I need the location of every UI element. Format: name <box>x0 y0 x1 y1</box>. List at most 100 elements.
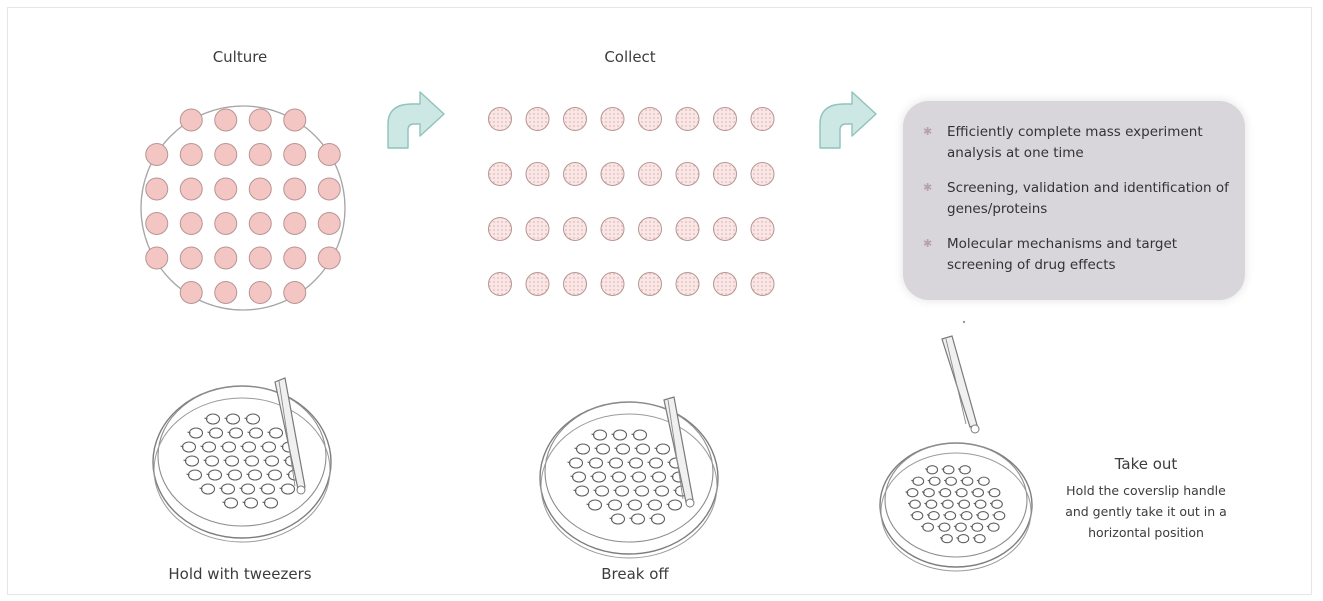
culture-well <box>284 144 306 166</box>
dish-coverslip <box>209 470 222 480</box>
dish-coverslip <box>956 489 967 497</box>
culture-well <box>146 144 168 166</box>
dish-coverslip <box>939 523 950 531</box>
culture-well <box>180 109 202 131</box>
petri-dish-hold <box>153 386 331 542</box>
coverslip <box>489 273 512 296</box>
dish-coverslip <box>249 470 262 480</box>
coverslip <box>676 218 699 241</box>
dish-coverslip <box>978 512 989 520</box>
dish-coverslip <box>609 500 622 510</box>
marker-dot <box>963 321 965 323</box>
culture-well <box>249 213 271 235</box>
culture-well <box>249 178 271 200</box>
collected-coverslips <box>489 108 775 296</box>
dish-coverslip <box>907 489 918 497</box>
dish-coverslip <box>929 477 940 485</box>
coverslip <box>676 163 699 186</box>
dish-coverslip <box>616 486 629 496</box>
dish-coverslip <box>242 484 255 494</box>
takeout-description: Hold the coverslip handle and gently tak… <box>1054 480 1238 543</box>
dish-coverslip <box>943 466 954 474</box>
coverslip <box>714 273 737 296</box>
culture-well <box>215 178 237 200</box>
dish-coverslip <box>940 489 951 497</box>
dish-coverslip <box>636 486 649 496</box>
culture-well <box>215 247 237 269</box>
tweezers-3-icon <box>942 336 979 433</box>
culture-well <box>146 247 168 269</box>
benefit-text: Efficiently complete mass experiment <box>947 124 1203 140</box>
culture-well <box>284 213 306 235</box>
coverslip <box>751 218 774 241</box>
dish-coverslip <box>617 444 630 454</box>
dish-coverslip <box>656 486 669 496</box>
flow-arrow-1-icon <box>388 92 444 148</box>
coverslip <box>714 218 737 241</box>
star-icon: ✱ <box>923 126 935 138</box>
dish-coverslip <box>222 484 235 494</box>
dish-coverslip <box>958 535 969 543</box>
benefit-item: ✱ Molecular mechanisms and target screen… <box>923 234 1177 276</box>
dish-coverslip <box>589 500 602 510</box>
dish-coverslip <box>266 456 279 466</box>
culture-well <box>215 144 237 166</box>
coverslip <box>751 108 774 131</box>
dish-coverslip <box>649 500 662 510</box>
petri-dish-takeout <box>880 443 1032 571</box>
dish-coverslip <box>632 514 645 524</box>
coverslip <box>526 218 549 241</box>
dish-coverslip <box>186 456 199 466</box>
dish-coverslip <box>634 430 647 440</box>
coverslip <box>489 108 512 131</box>
coverslip <box>639 108 662 131</box>
dish-coverslip <box>282 484 295 494</box>
dish-coverslip <box>652 514 665 524</box>
culture-well <box>249 282 271 304</box>
dish-coverslip <box>988 523 999 531</box>
coverslip <box>564 163 587 186</box>
culture-well <box>215 282 237 304</box>
dish-coverslip <box>269 470 282 480</box>
dish-coverslip <box>913 477 924 485</box>
culture-well <box>318 247 340 269</box>
takeout-title: Take out <box>1054 455 1238 473</box>
dish-coverslip <box>650 458 663 468</box>
dish-coverslip <box>975 500 986 508</box>
coverslip <box>526 108 549 131</box>
dish-coverslip <box>614 430 627 440</box>
dish-coverslip <box>190 428 203 438</box>
dish-coverslip <box>945 512 956 520</box>
dish-coverslip <box>637 444 650 454</box>
culture-well <box>180 178 202 200</box>
dish-coverslip <box>223 442 236 452</box>
benefit-text: Molecular mechanisms and target <box>947 236 1177 252</box>
culture-well <box>284 109 306 131</box>
dish-coverslip <box>961 512 972 520</box>
dish-coverslip <box>229 470 242 480</box>
dish-coverslip <box>972 523 983 531</box>
dish-coverslip <box>956 523 967 531</box>
dish-coverslip <box>924 489 935 497</box>
dish-coverslip <box>203 442 216 452</box>
coverslip <box>601 163 624 186</box>
dish-coverslip <box>226 456 239 466</box>
dish-coverslip <box>573 472 586 482</box>
dish-coverslip <box>246 456 259 466</box>
dish-coverslip <box>189 470 202 480</box>
culture-well <box>215 213 237 235</box>
dish-coverslip <box>230 428 243 438</box>
dish-coverslip <box>960 466 971 474</box>
culture-well <box>284 282 306 304</box>
dish-coverslip <box>613 472 626 482</box>
dish-coverslip <box>989 489 1000 497</box>
dish-coverslip <box>657 444 670 454</box>
coverslip <box>601 273 624 296</box>
coverslip <box>564 273 587 296</box>
culture-well <box>284 247 306 269</box>
benefit-text: genes/proteins <box>947 201 1047 217</box>
benefit-text: analysis at one time <box>947 145 1084 161</box>
culture-well <box>318 213 340 235</box>
dish-coverslip <box>923 523 934 531</box>
dish-coverslip <box>270 428 283 438</box>
